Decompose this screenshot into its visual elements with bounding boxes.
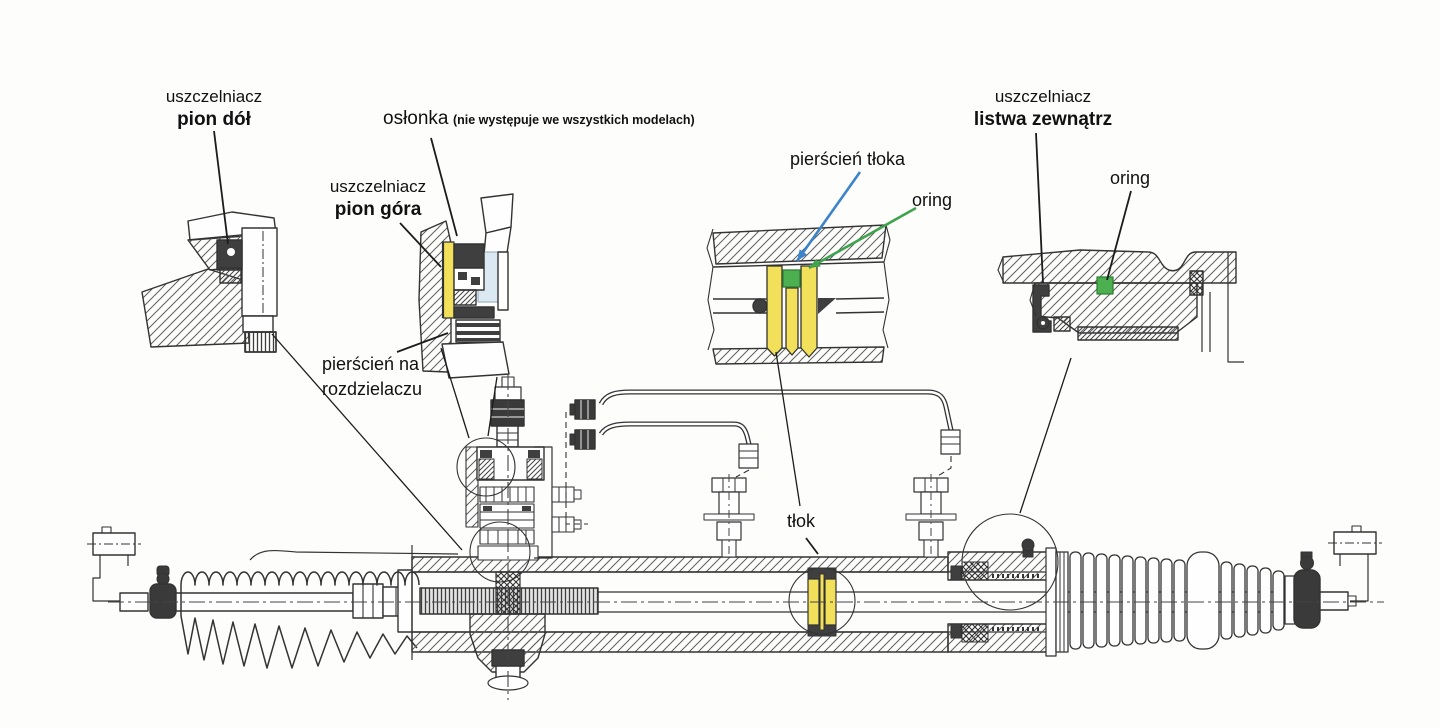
detail-view-rack-outer-seal [997,249,1244,363]
oring-center-highlight [782,269,801,288]
label-oring-center: oring [912,190,953,210]
label-text: osłonka [383,108,449,129]
pinion-upper-seal-highlight [442,241,455,319]
label-text: pierścień na [322,354,420,374]
leader-seal-pinion-upper [399,222,442,268]
label-boot-cap: osłonka (nie występuje we wszystkich mod… [383,107,695,131]
connector-detail1-to-valve [271,333,463,551]
connector-detail4-to-endcap [1019,357,1072,514]
detail-view-piston-ring [706,224,891,365]
label-text-bold: pion dół [177,109,251,131]
connector-detail2-to-valve [440,347,470,439]
callout-circle-end-seal [961,513,1059,611]
label-piston: tłok [787,511,816,531]
label-text: uszczelniacz [994,87,1092,106]
label-text-bold: pion góra [334,199,422,221]
label-note: (nie występuje we wszystkich modelach) [452,113,695,127]
callout-circle-valve-lower [469,521,531,583]
label-seal-pinion-upper: uszczelniacz pion góra [292,176,464,222]
left-boot [180,549,459,669]
piston-ring-highlight [766,265,783,357]
leader-lines [213,130,1132,555]
connector-detail2b-to-valve [487,376,498,437]
boot-vent-tube [249,549,459,561]
arrow-oring-center [808,206,917,270]
hydraulic-pipes [565,389,961,525]
arrow-piston-ring [795,171,862,262]
valve-tower [465,376,582,691]
label-text-bold: listwa zewnątrz [973,109,1113,131]
label-text: rozdzielaczu [322,379,423,399]
callout-circle-valve-upper [456,437,516,497]
label-text: uszczelniacz [329,177,427,196]
main-assembly [87,374,1384,700]
oring-right-highlight [1096,276,1114,295]
bleed-nipple [1021,538,1035,552]
detail-view-pinion-lower-seal [141,211,278,353]
left-mount-bracket [87,526,141,602]
right-mount-bracket [1328,525,1382,602]
label-seal-pinion-lower: uszczelniacz pion dół [128,86,300,132]
leader-seal-pinion-lower [213,130,229,245]
label-oring-right: oring [1110,168,1151,188]
detail-view-pinion-upper-seal [418,193,514,379]
label-seal-rack-outer: uszczelniacz listwa zewnątrz [957,86,1129,132]
leader-distributor-ring [396,332,449,353]
left-tie-rod-end [149,583,177,619]
label-distributor-ring: pierścień na rozdzielaczu [322,352,422,402]
leader-seal-rack-outer [1035,132,1044,284]
leader-boot-cap [430,137,458,237]
label-piston-ring: pierścień tłoka [790,149,906,169]
connector-detail3-to-piston [775,351,801,507]
cylinder-end-cap [947,538,1057,657]
leader-piston [805,537,819,555]
leader-oring-right [1106,190,1132,281]
label-text: uszczelniacz [165,87,263,106]
right-tie-rod-end [1293,551,1357,629]
callout-circle-piston [788,567,856,635]
